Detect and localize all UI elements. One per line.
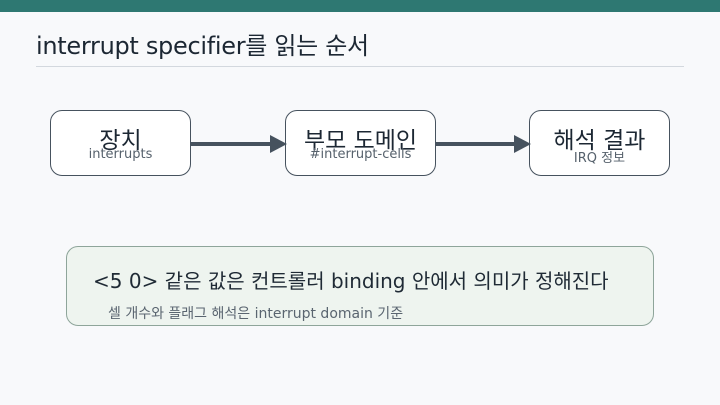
header-bar xyxy=(0,0,720,12)
note-main-text: <5 0> 같은 값은 컨트롤러 binding 안에서 의미가 정해진다 xyxy=(93,269,609,293)
slide-title: interrupt specifier를 읽는 순서 xyxy=(36,32,369,60)
arrow-device-to-parent xyxy=(191,135,287,153)
flow-node-title: 부모 도메인 xyxy=(303,128,418,154)
flow-node-title: 장치 xyxy=(99,128,142,154)
flow-node-title: 해석 결과 xyxy=(553,128,646,154)
flow-node-subtitle: #interrupt-cells xyxy=(309,147,412,162)
arrow-parent-to-result xyxy=(436,135,531,153)
flow-node-result: 해석 결과 IRQ 정보 xyxy=(529,110,670,176)
title-divider xyxy=(36,66,684,67)
flow-node-subtitle: IRQ 정보 xyxy=(573,151,626,166)
note-sub-text: 셀 개수와 플래그 해석은 interrupt domain 기준 xyxy=(108,306,404,322)
note-box: <5 0> 같은 값은 컨트롤러 binding 안에서 의미가 정해진다 셀 … xyxy=(66,246,654,326)
flow-node-device: 장치 interrupts xyxy=(50,110,191,176)
flow-node-subtitle: interrupts xyxy=(88,147,153,162)
flow-node-parent-domain: 부모 도메인 #interrupt-cells xyxy=(285,110,436,176)
